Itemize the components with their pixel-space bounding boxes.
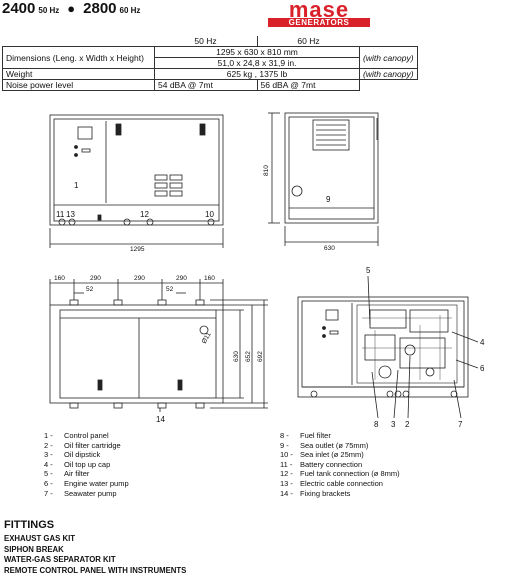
- label-12: 12: [140, 210, 149, 219]
- legend-item: 1 -Control panel: [44, 431, 109, 440]
- dim-160-left: 160: [54, 275, 65, 282]
- legend-item: 8 -Fuel filter: [280, 431, 331, 440]
- model-b: 2800: [83, 0, 117, 17]
- label-3: 3: [391, 420, 396, 429]
- dim-290-a: 290: [90, 275, 101, 282]
- dim-630: 630: [233, 351, 240, 362]
- legend-item: 11 -Battery connection: [280, 459, 363, 469]
- freq-a: 50 Hz: [38, 6, 60, 15]
- spec-row-weight: Weight 625 kg , 1375 lb (with canopy): [2, 68, 418, 80]
- weight-note: (with canopy): [359, 68, 418, 80]
- brand-logo: mase GENERATORS: [268, 0, 370, 27]
- label-9: 9: [326, 195, 331, 204]
- dim-290-b: 290: [134, 275, 145, 282]
- separator-dot: ●: [67, 1, 76, 16]
- top-view: [49, 279, 268, 412]
- legend-item: 3 -Oil dipstick: [44, 450, 101, 460]
- noise-label: Noise power level: [2, 79, 155, 91]
- legend-item: 10 -Sea inlet (ø 25mm): [280, 450, 364, 460]
- dim-52-left: 52: [86, 286, 94, 293]
- legend-right: 8 -Fuel filter 9 -Sea outlet (ø 75mm) 10…: [280, 431, 400, 498]
- fitting-item: SIPHON BREAK: [4, 544, 64, 554]
- freq-b: 60 Hz: [119, 6, 141, 15]
- label-5: 5: [366, 266, 371, 275]
- label-14: 14: [156, 415, 165, 424]
- label-4: 4: [480, 338, 485, 347]
- logo-tagline: GENERATORS: [268, 18, 370, 27]
- side-dim-height: 810: [263, 165, 270, 176]
- dim-652: 652: [245, 351, 252, 362]
- engine-view: [297, 275, 479, 419]
- label-13: 13: [66, 210, 75, 219]
- legend-item: 13 -Electric cable connection: [280, 478, 383, 488]
- label-11: 11: [56, 210, 65, 219]
- fittings-list: EXHAUST GAS KIT SIPHON BREAK WATER-GAS S…: [4, 534, 186, 576]
- label-2: 2: [405, 420, 410, 429]
- dim-290-c: 290: [176, 275, 187, 282]
- label-6: 6: [480, 364, 485, 373]
- logo-wordmark: mase: [288, 0, 350, 22]
- legend-item: 12 -Fuel tank connection (ø 8mm): [280, 469, 400, 479]
- dim-692: 692: [257, 351, 264, 362]
- label-8: 8: [374, 420, 379, 429]
- fitting-item: EXHAUST GAS KIT: [4, 534, 76, 543]
- dim-52-right: 52: [166, 286, 174, 293]
- dim-160-right: 160: [204, 275, 215, 282]
- legend-item: 4 -Oil top up cap: [44, 459, 111, 469]
- fitting-item: WATER-GAS SEPARATOR KIT: [4, 555, 116, 564]
- front-dim-length: 1295: [130, 246, 145, 253]
- fittings-title: FITTINGS: [4, 519, 55, 531]
- fitting-item: REMOTE CONTROL PANEL WITH INSTRUMENTS: [4, 565, 187, 575]
- legend-item: 7 -Seawater pump: [44, 488, 117, 498]
- noise-60hz: 56 dBA @ 7mt: [256, 79, 360, 91]
- legend-item: 14 -Fixing brackets: [280, 488, 351, 498]
- legend-item: 5 -Air filter: [44, 469, 90, 479]
- model-a: 2400: [2, 0, 36, 17]
- label-1: 1: [74, 181, 79, 190]
- dim-diameter: Ø11: [201, 331, 213, 345]
- label-7: 7: [458, 420, 463, 429]
- legend-left: 1 -Control panel 2 -Oil filter cartridge…: [44, 431, 129, 498]
- legend-item: 2 -Oil filter cartridge: [44, 440, 121, 450]
- side-dim-width: 630: [324, 245, 335, 252]
- spec-row-noise: Noise power level 54 dBA @ 7mt 56 dBA @ …: [2, 79, 418, 91]
- side-view: [268, 112, 379, 246]
- spec-table: 50 Hz 60 Hz Dimensions (Leng. x Width x …: [2, 36, 418, 91]
- legend-item: 9 -Sea outlet (ø 75mm): [280, 440, 369, 450]
- front-view: [49, 114, 224, 248]
- legend-item: 6 -Engine water pump: [44, 478, 129, 488]
- label-10: 10: [205, 210, 214, 219]
